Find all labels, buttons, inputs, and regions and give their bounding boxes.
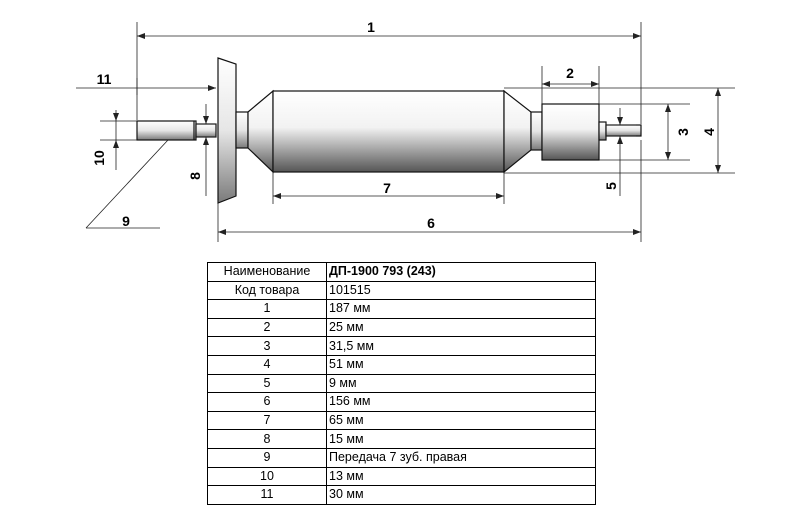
row-key-cell: Код товара <box>207 280 327 301</box>
dim-label-10: 10 <box>91 150 107 166</box>
header-key-cell: Наименование <box>207 262 327 282</box>
armature-core <box>272 90 505 173</box>
hub <box>235 111 249 149</box>
row-value-cell: 187 мм <box>326 299 596 319</box>
header-value-cell: ДП-1900 793 (243) <box>326 262 596 282</box>
armature-diagram: 1 2 3 4 5 6 7 8 9 10 11 <box>76 19 735 242</box>
dim-label-2: 2 <box>566 65 574 81</box>
row-key-cell: 2 <box>207 317 327 338</box>
row-key-cell: 1 <box>207 299 327 319</box>
dim-label-11: 11 <box>97 71 112 87</box>
row-value-cell: 30 мм <box>326 485 596 505</box>
row-value-cell: Передача 7 зуб. правая <box>326 447 596 468</box>
row-key-cell: 5 <box>207 373 327 394</box>
spec-table: Наименование ДП-1900 793 (243) Код товар… <box>207 262 596 505</box>
row-value-cell: 31,5 мм <box>326 336 596 356</box>
dimension-labels: 1 2 3 4 5 6 7 8 9 10 11 <box>91 19 717 231</box>
row-value-cell: 9 мм <box>326 373 596 394</box>
dim-label-8: 8 <box>187 172 203 180</box>
row-key-cell: 4 <box>207 354 327 375</box>
row-key-cell: 11 <box>207 485 327 505</box>
table-header-row: Наименование ДП-1900 793 (243) <box>207 262 596 282</box>
row-key-cell: 7 <box>207 410 327 431</box>
row-value-cell: 25 мм <box>326 317 596 338</box>
dimension-lines <box>76 22 735 242</box>
dim-label-5: 5 <box>603 182 619 190</box>
row-value-cell: 65 мм <box>326 410 596 431</box>
row-key-cell: 6 <box>207 392 327 412</box>
commutator <box>541 103 600 161</box>
dim-label-1: 1 <box>367 19 375 35</box>
row-value-cell: 51 мм <box>326 354 596 375</box>
row-value-cell: 15 мм <box>326 429 596 449</box>
right-shaft-step <box>598 121 607 141</box>
left-shaft <box>195 123 217 138</box>
right-cone <box>503 89 532 174</box>
left-cone <box>247 89 274 174</box>
right-shaft <box>605 124 642 137</box>
row-value-cell: 101515 <box>326 280 596 301</box>
row-key-cell: 10 <box>207 466 327 487</box>
commutator-neck <box>530 111 543 151</box>
row-key-cell: 3 <box>207 336 327 356</box>
row-value-cell: 156 мм <box>326 392 596 412</box>
dim-label-9: 9 <box>122 213 130 229</box>
row-key-cell: 8 <box>207 429 327 449</box>
dim-label-6: 6 <box>427 215 435 231</box>
armature <box>136 57 642 204</box>
row-key-cell: 9 <box>207 447 327 468</box>
dim-label-4: 4 <box>701 128 717 136</box>
pinion-shaft <box>136 120 197 141</box>
fan-disk <box>217 57 237 204</box>
dim-label-3: 3 <box>675 128 691 136</box>
row-value-cell: 13 мм <box>326 466 596 487</box>
dim-label-7: 7 <box>383 180 391 196</box>
